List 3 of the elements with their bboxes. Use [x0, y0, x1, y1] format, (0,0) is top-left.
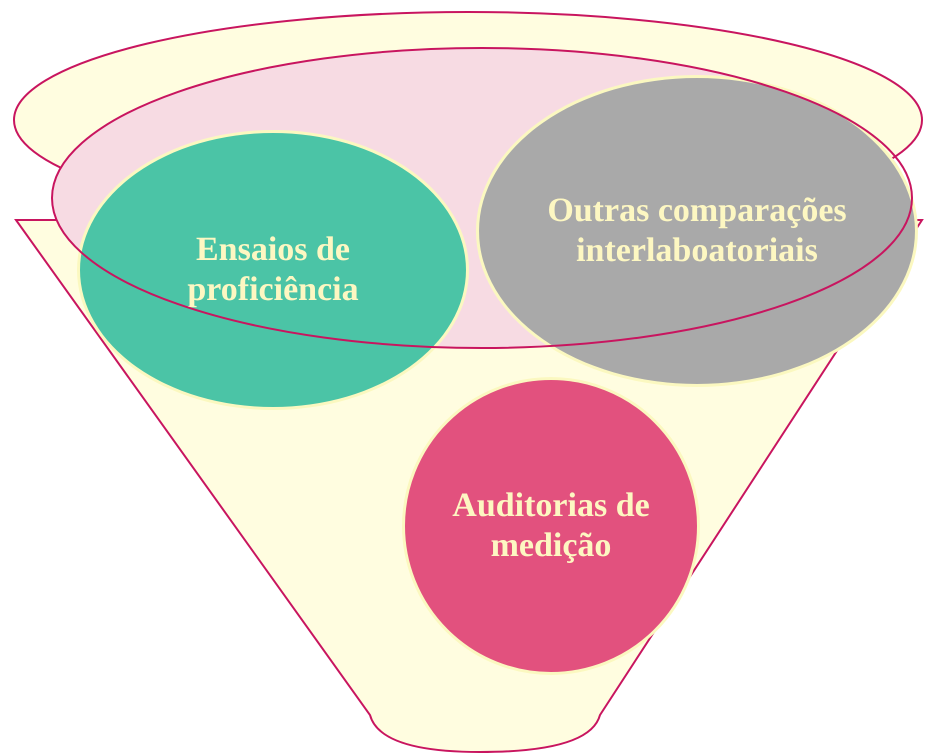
circle-label: Outras comparações interlaboatoriais [546, 190, 848, 271]
circle-label: Auditorias de medição [451, 486, 651, 566]
circle-label: Ensaios de proficiência [186, 230, 360, 310]
